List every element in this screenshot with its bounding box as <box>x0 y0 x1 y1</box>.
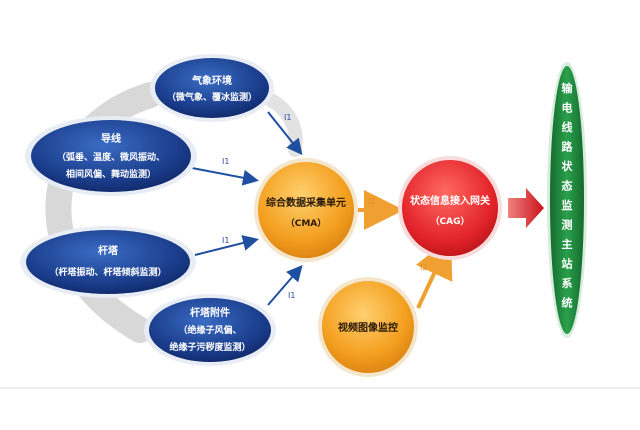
node-cag-sub: （CAG） <box>431 216 470 227</box>
node-cag-title: 状态信息接入网关 <box>410 194 490 207</box>
master-station-char: 态 <box>562 179 573 193</box>
node-video: 视频图像监控 <box>318 277 418 377</box>
master-station-char: 路 <box>562 140 574 154</box>
node-attachment-sub1: （绝缘子风偏、 <box>178 324 241 336</box>
node-tower: 杆塔 （杆塔振动、杆塔倾斜监测） <box>20 226 196 298</box>
arrow-tower-to-cma <box>194 235 259 256</box>
label-i1-conductor: I1 <box>222 157 229 166</box>
master-station-char: 监 <box>562 198 573 212</box>
master-station-char: 输 <box>562 81 574 95</box>
label-i1-weather: I1 <box>284 113 291 122</box>
label-i1-attachment: I1 <box>288 291 295 300</box>
node-video-title: 视频图像监控 <box>338 321 398 334</box>
arrow-conductor-to-cma <box>191 167 259 186</box>
node-conductor-sub2: 相间风偏、舞动监测） <box>66 168 156 180</box>
master-station-char: 状 <box>562 159 574 173</box>
node-cag: 状态信息接入网关 （CAG） <box>398 156 502 260</box>
master-station-char: 站 <box>562 257 573 271</box>
arrow-weather-to-cma <box>267 111 303 156</box>
arrow-attachment-to-cma <box>267 264 303 306</box>
node-weather: 气象环境 （微气象、覆冰监测） <box>150 54 274 122</box>
node-weather-title: 气象环境 <box>191 74 232 87</box>
node-attachment-title: 杆塔附件 <box>190 306 230 319</box>
master-station-char: 系 <box>562 276 573 290</box>
node-cma: 综合数据采集单元 （CMA） <box>254 158 358 262</box>
node-tower-title: 杆塔 <box>98 244 119 257</box>
label-i2-video: I2 <box>420 263 427 272</box>
node-conductor: 导线 （弧垂、温度、微风振动、 相间风偏、舞动监测） <box>25 116 197 196</box>
node-cma-sub: （CMA） <box>286 218 327 229</box>
label-i2-cma: I2 <box>368 197 375 206</box>
node-attachment-sub2: 绝缘子污秽度监测） <box>169 341 250 353</box>
master-station-char: 测 <box>562 218 573 232</box>
node-attachment: 杆塔附件 （绝缘子风偏、 绝缘子污秽度监测） <box>144 294 276 366</box>
background-arc <box>45 82 163 343</box>
arrow-cag-to-master <box>508 188 544 228</box>
node-weather-sub: （微气象、覆冰监测） <box>167 91 257 103</box>
node-tower-sub: （杆塔振动、杆塔倾斜监测） <box>49 266 166 278</box>
master-station-char: 线 <box>562 120 573 134</box>
node-conductor-sub1: （弧垂、温度、微风振动、 <box>57 151 165 163</box>
master-station-char: 主 <box>562 237 573 251</box>
label-i1-tower: I1 <box>222 236 229 245</box>
node-conductor-title: 导线 <box>101 132 121 145</box>
master-station-char: 电 <box>562 101 573 115</box>
node-cma-title: 综合数据采集单元 <box>266 196 346 209</box>
master-station-char: 统 <box>562 296 573 310</box>
